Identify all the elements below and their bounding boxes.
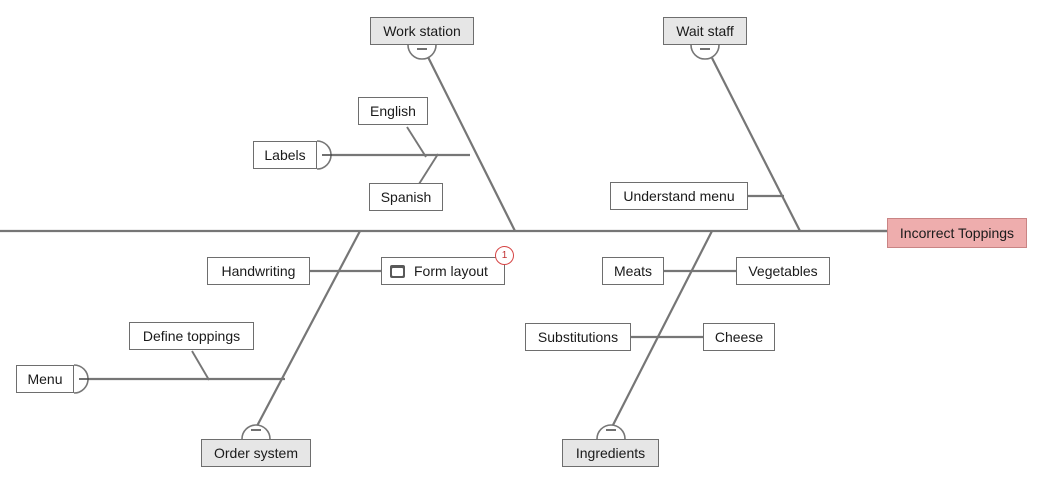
bone-wait-staff[interactable] — [711, 57, 801, 232]
cause-box-define-toppings[interactable]: Define toppings — [129, 322, 254, 350]
cause-box-handwriting[interactable]: Handwriting — [207, 257, 310, 285]
collapse-handle-wait-staff[interactable] — [690, 44, 720, 60]
stem-spanish[interactable] — [418, 153, 439, 185]
cause-label-spanish: Spanish — [380, 189, 432, 205]
collapse-handle-work-station[interactable] — [407, 44, 437, 60]
cause-label-handwriting: Handwriting — [221, 263, 296, 279]
effect-label: Incorrect Toppings — [899, 225, 1015, 241]
cause-box-substitutions[interactable]: Substitutions — [525, 323, 631, 351]
note-icon — [390, 264, 405, 278]
cause-label-labels: Labels — [264, 147, 306, 163]
bone-work-station[interactable] — [427, 56, 516, 232]
cause-box-understand-menu[interactable]: Understand menu — [610, 182, 748, 210]
bone-order-system[interactable] — [256, 230, 361, 427]
cause-label-substitutions: Substitutions — [537, 329, 619, 345]
cause-label-define-toppings: Define toppings — [142, 328, 241, 344]
cause-label-vegetables: Vegetables — [748, 263, 818, 279]
stem-define-toppings[interactable] — [191, 350, 210, 381]
stem-english[interactable] — [406, 126, 427, 158]
collapse-handle-order-system[interactable] — [241, 424, 271, 440]
category-box-wait-staff[interactable]: Wait staff — [663, 17, 747, 45]
cause-box-spanish[interactable]: Spanish — [369, 183, 443, 211]
cause-box-vegetables[interactable]: Vegetables — [736, 257, 830, 285]
cause-label-meats: Meats — [613, 263, 653, 279]
effect-box-incorrect-toppings[interactable]: Incorrect Toppings — [887, 218, 1027, 248]
category-box-order-system[interactable]: Order system — [201, 439, 311, 467]
category-box-ingredients[interactable]: Ingredients — [562, 439, 659, 467]
category-label-order-system: Order system — [213, 445, 298, 461]
category-label-wait-staff: Wait staff — [676, 23, 734, 39]
cause-label-form-layout: Form layout — [414, 263, 488, 279]
cause-label-english: English — [370, 103, 416, 119]
category-label-work-station: Work station — [383, 23, 461, 39]
cause-box-meats[interactable]: Meats — [602, 257, 664, 285]
comment-count-badge[interactable]: 1 — [495, 246, 514, 265]
cause-label-understand-menu: Understand menu — [623, 188, 735, 204]
cause-box-cheese[interactable]: Cheese — [703, 323, 775, 351]
cause-label-menu: Menu — [27, 371, 63, 387]
bone-ingredients[interactable] — [611, 230, 713, 428]
cause-label-cheese: Cheese — [714, 329, 764, 345]
cause-box-form-layout[interactable]: Form layout — [381, 257, 505, 285]
cause-box-english[interactable]: English — [358, 97, 428, 125]
category-box-work-station[interactable]: Work station — [370, 17, 474, 45]
cause-box-labels[interactable]: Labels — [253, 141, 317, 169]
cause-box-menu[interactable]: Menu — [16, 365, 74, 393]
collapse-handle-ingredients[interactable] — [596, 424, 626, 440]
category-label-ingredients: Ingredients — [575, 445, 646, 461]
